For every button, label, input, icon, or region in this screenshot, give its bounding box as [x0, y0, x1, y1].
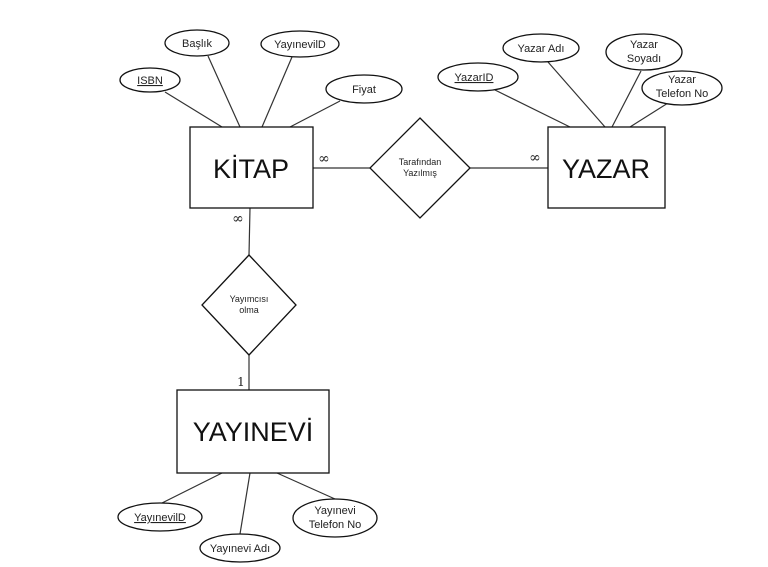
- relationship-yayimcisi-olma[interactable]: Yayımcısı olma: [201, 254, 297, 356]
- attribute-fiyat[interactable]: Fiyat: [325, 74, 403, 104]
- attribute-label: YazarID: [455, 72, 494, 84]
- attribute-yayinevi-id[interactable]: YayınevilD: [117, 502, 203, 532]
- entity-yazar[interactable]: YAZAR: [547, 126, 666, 209]
- attribute-yazar-adi[interactable]: Yazar Adı: [502, 33, 580, 63]
- attribute-yayinevid[interactable]: YayınevilD: [260, 30, 340, 58]
- entity-label: YAZAR: [562, 154, 650, 184]
- attribute-label: Başlık: [182, 38, 212, 50]
- relationship-label: Yazılmış: [403, 168, 437, 178]
- entity-label: KİTAP: [213, 153, 289, 184]
- attribute-label: Yazar: [668, 74, 696, 86]
- cardinality-one: 1: [237, 375, 245, 389]
- attribute-label: Yazar Adı: [518, 43, 565, 55]
- attribute-label: ISBN: [137, 75, 163, 87]
- attribute-yazar-soyadi[interactable]: Yazar Soyadı: [605, 33, 683, 71]
- entity-label: YAYINEVİ: [193, 416, 314, 447]
- relationship-tarafindan-yazilmis[interactable]: Tarafından Yazılmış: [369, 117, 471, 219]
- entity-yayinevi[interactable]: YAYINEVİ: [176, 389, 330, 474]
- cardinality-many: ∞: [529, 150, 541, 166]
- cardinality-many: ∞: [232, 211, 244, 227]
- attribute-label: Yayınevi Adı: [210, 543, 270, 555]
- attribute-yazarid[interactable]: YazarID: [437, 62, 519, 92]
- connectors: [161, 55, 669, 535]
- relationship-label: olma: [239, 305, 259, 315]
- attribute-label: YayınevilD: [134, 512, 186, 524]
- attribute-label: Fiyat: [352, 84, 376, 96]
- cardinality-many: ∞: [318, 151, 330, 167]
- attribute-yayinevi-adi[interactable]: Yayınevi Adı: [199, 533, 281, 563]
- attribute-label: Telefon No: [309, 519, 362, 531]
- relationship-label: Yayımcısı: [230, 294, 269, 304]
- relationship-label: Tarafından: [399, 157, 442, 167]
- entity-kitap[interactable]: KİTAP: [189, 126, 314, 209]
- attribute-label: Yayınevi: [314, 505, 355, 517]
- attribute-label: Yazar: [630, 39, 658, 51]
- attribute-yayinevi-telefon[interactable]: Yayınevi Telefon No: [292, 498, 378, 538]
- attribute-isbn[interactable]: ISBN: [119, 67, 181, 93]
- attribute-baslik[interactable]: Başlık: [164, 29, 230, 57]
- attribute-yazar-telefon[interactable]: Yazar Telefon No: [641, 70, 723, 106]
- attribute-label: Soyadı: [627, 53, 661, 65]
- attribute-label: Telefon No: [656, 88, 709, 100]
- attribute-label: YayınevilD: [274, 39, 326, 51]
